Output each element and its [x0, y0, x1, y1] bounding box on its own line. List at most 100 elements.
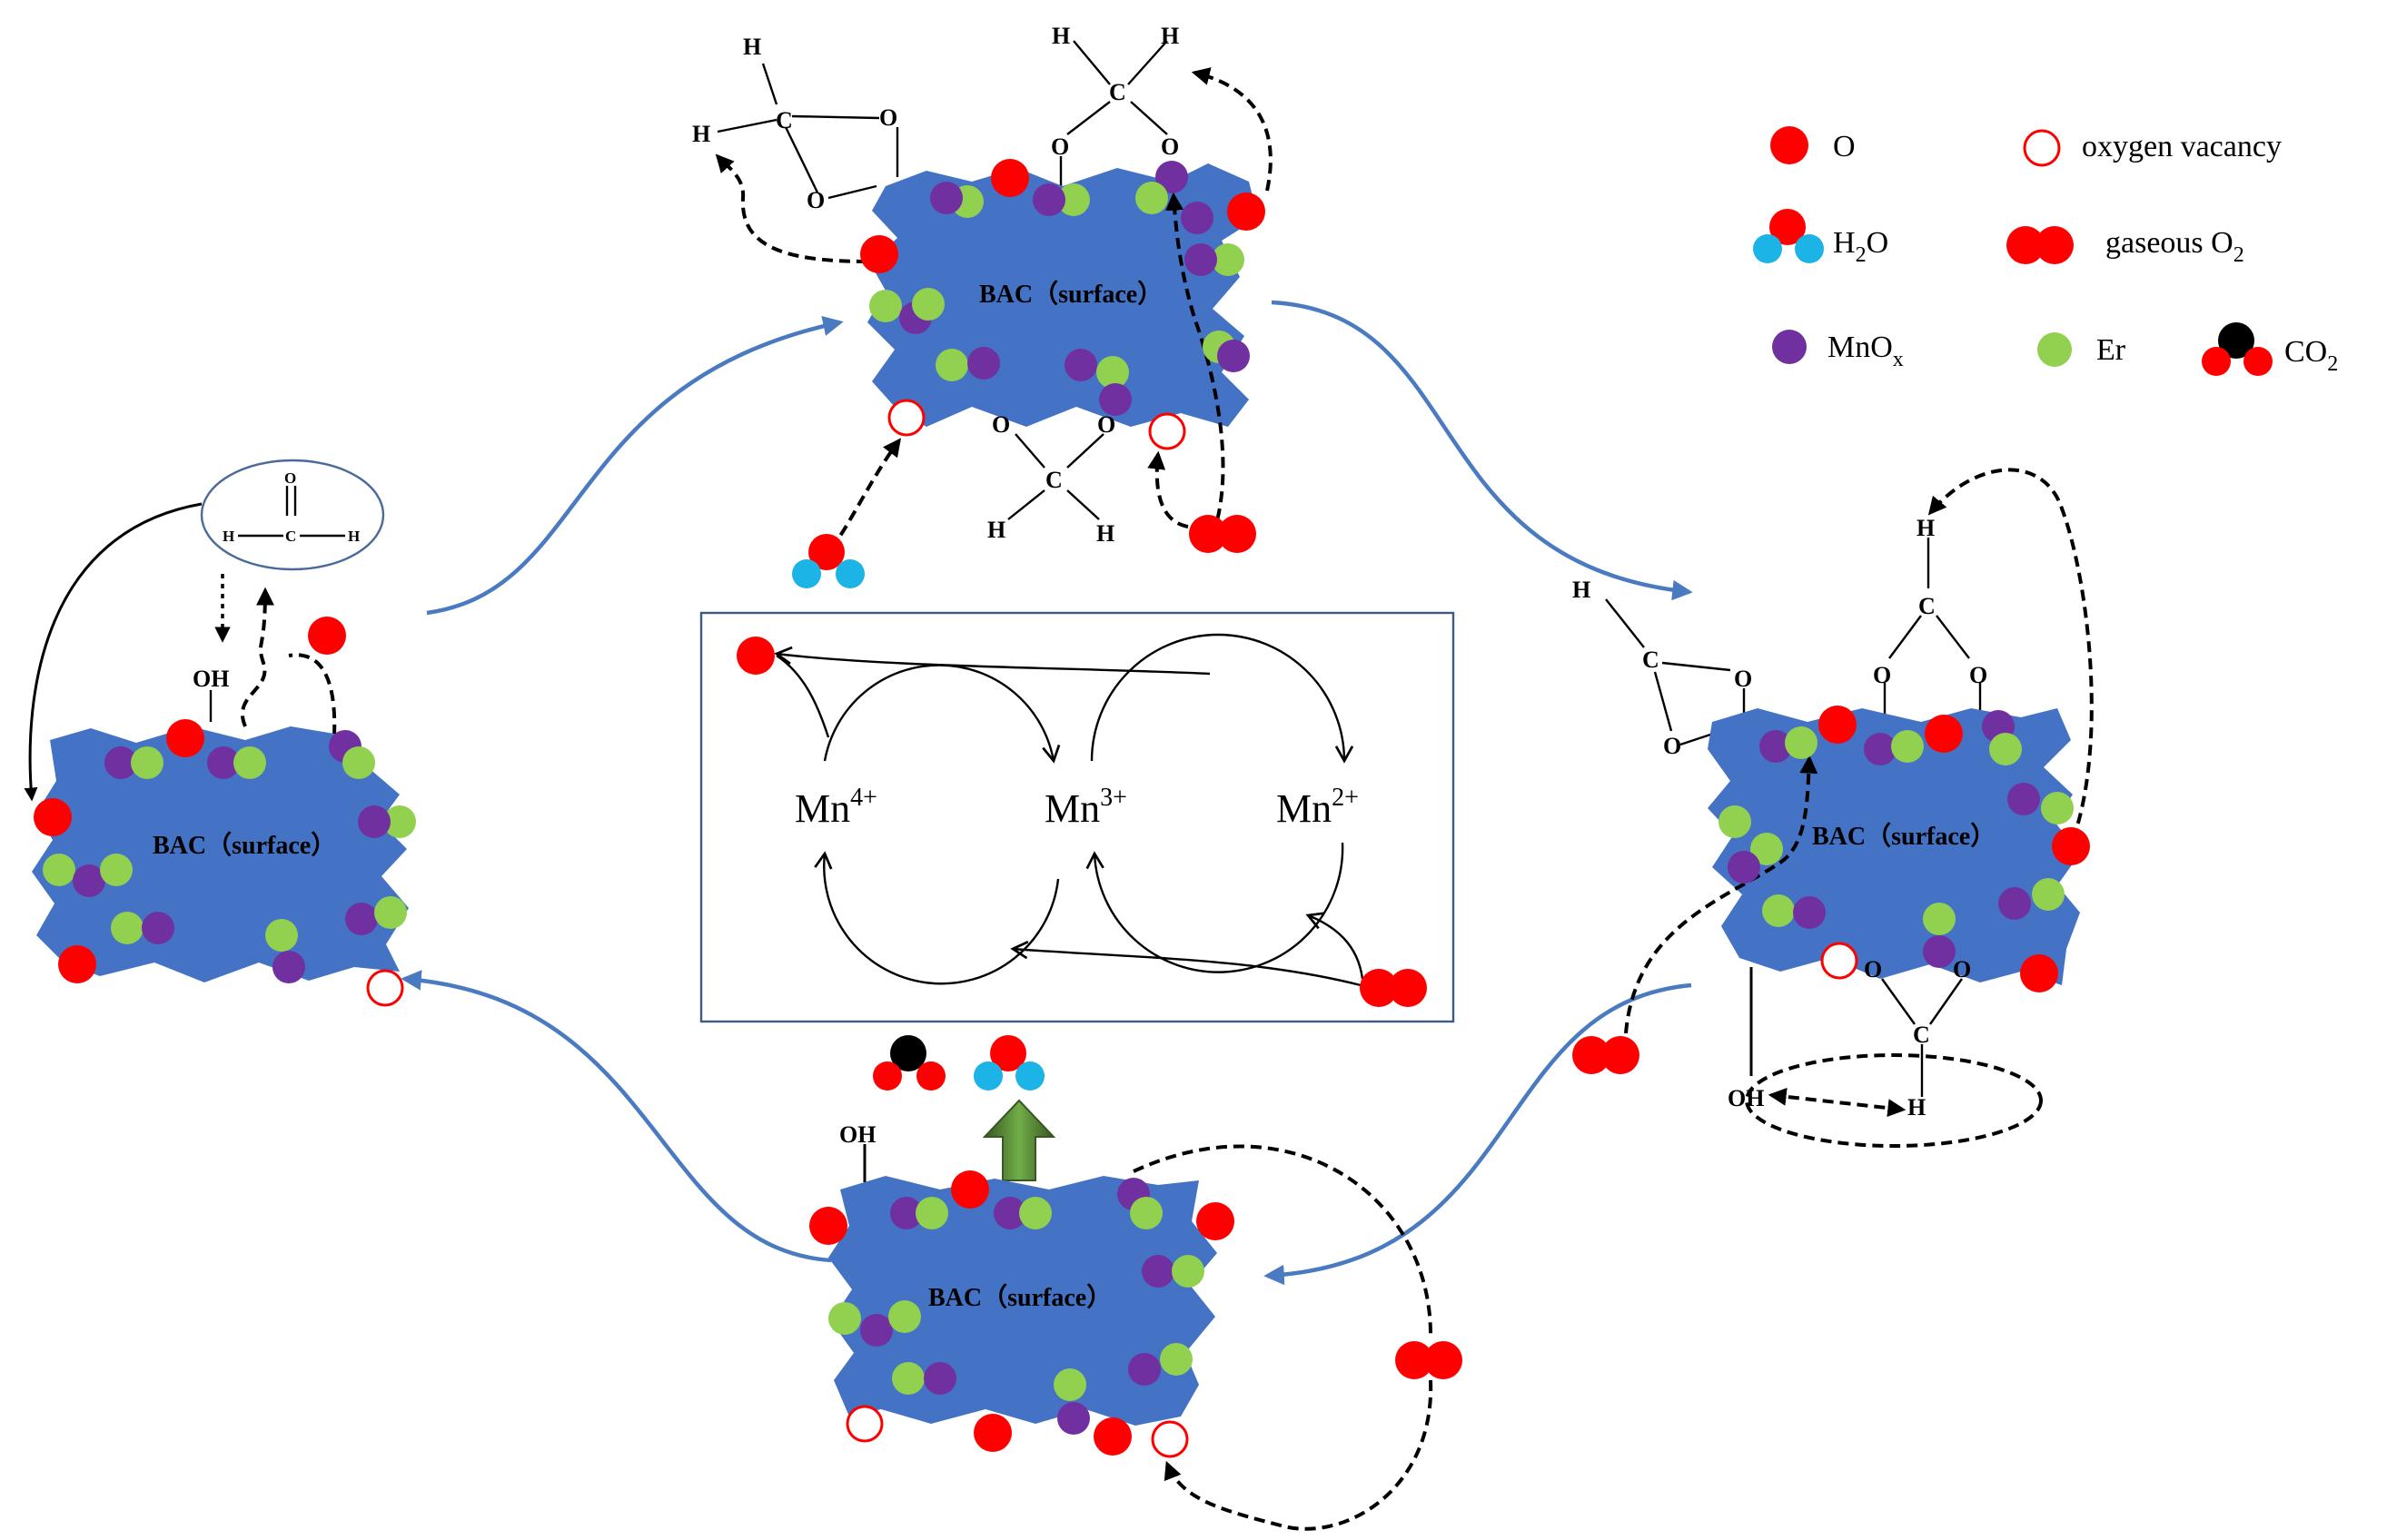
atom-h: H — [1161, 23, 1179, 49]
right-top-dioxymethylene: H C O O — [1873, 515, 1987, 722]
er-particle — [1762, 894, 1795, 927]
gaseous-o2-icon — [1395, 1341, 1462, 1379]
oxygen-atom — [34, 798, 72, 836]
dashed-arrow — [715, 153, 868, 263]
cycle-arc — [1085, 842, 1344, 973]
er-particle — [265, 919, 298, 952]
top-right-dioxymethylene: H H C O O — [1051, 23, 1179, 186]
atom-h: H — [348, 528, 360, 545]
cycle-flow-arrows — [401, 300, 1693, 1286]
er-particle — [1019, 1197, 1052, 1229]
mnox-particle — [207, 746, 240, 779]
atom-h: H — [1052, 23, 1070, 49]
dashed-arrow — [1624, 755, 1818, 1034]
mnox-particle — [1155, 161, 1188, 193]
bac-surface-label: BAC（surface） — [928, 1282, 1112, 1312]
bottom-surface-group: OH BAC（surface） — [809, 1035, 1462, 1531]
er-particle — [1130, 1197, 1163, 1229]
atom-c: C — [1642, 647, 1659, 673]
atom-h: H — [987, 517, 1005, 543]
gaseous-o2-icon — [1572, 1036, 1639, 1074]
exchange-arrow — [1768, 1087, 1907, 1118]
bac-surface-label: BAC（surface） — [979, 279, 1163, 309]
er-particle — [374, 896, 407, 929]
atom-h: H — [1572, 577, 1590, 603]
top-bottom-dioxymethylene: O O C H H — [987, 411, 1115, 547]
mnox-particle — [924, 1362, 956, 1395]
oxygen-atom — [1818, 706, 1857, 744]
oxygen-uptake-arrow — [1010, 940, 1362, 987]
oxygen-atom — [308, 617, 346, 655]
legend-label: MnOx — [1827, 331, 1904, 371]
er-particle — [131, 746, 163, 779]
legend: O oxygen vacancy H2O gaseous O2 MnOx — [1753, 126, 2338, 376]
oxygen-uptake-branch — [1305, 912, 1364, 980]
mn-redox-box: Mn4+ Mn3+ Mn2+ — [699, 611, 1455, 1023]
dashed-arrow — [1133, 1144, 1432, 1336]
legend-label: O — [1833, 130, 1856, 163]
hydroxyl-label: OH — [1728, 1085, 1764, 1111]
oxygen-atom — [809, 1207, 847, 1245]
mnox-particle — [2007, 783, 2040, 815]
legend-item-er: Er — [2037, 332, 2126, 367]
legend-label: oxygen vacancy — [2082, 130, 2282, 163]
dashed-arrow — [1164, 1379, 1433, 1531]
bac-surface-label: BAC（surface） — [153, 830, 336, 860]
atom-o: O — [992, 411, 1010, 438]
atom-o: O — [1663, 733, 1681, 759]
release-up-arrow — [982, 1099, 1056, 1181]
er-particle — [912, 288, 945, 321]
adsorption-arrow — [24, 502, 203, 802]
atom-o: O — [1864, 956, 1882, 982]
mnox-particle — [890, 1197, 923, 1229]
oxygen-vacancy — [1148, 412, 1186, 450]
er-particle — [1057, 183, 1090, 216]
atom-c: C — [776, 107, 793, 133]
mnox-particle — [1728, 851, 1760, 884]
er-particle — [43, 854, 75, 886]
cycle-arc — [814, 851, 1060, 985]
atom-o: O — [807, 187, 825, 213]
top-left-formate: H H C O O — [692, 34, 899, 213]
legend-label: CO2 — [2284, 335, 2338, 376]
atom-o: O — [284, 469, 296, 487]
top-surface-group: H H C O O H H C O O BAC（surface） — [692, 23, 1273, 588]
gaseous-o2-icon — [1360, 969, 1427, 1007]
er-particle — [233, 746, 266, 779]
atom-h: H — [223, 528, 234, 545]
mnox-particle — [1057, 1402, 1090, 1435]
oxygen-atom — [166, 719, 204, 757]
er-particle — [1750, 833, 1783, 865]
oxygen-atom — [1925, 715, 1963, 753]
mnox-particle — [272, 951, 305, 983]
oxygen-atom — [991, 159, 1029, 197]
right-surface-group: H C O O H C O O BAC（surface） O O C — [1572, 468, 2094, 1148]
oxygen-atom — [2052, 827, 2090, 865]
legend-item-h2o: H2O — [1753, 209, 1888, 267]
atom-o: O — [1953, 956, 1971, 982]
dashed-arrow — [1191, 67, 1273, 192]
oxygen-release-arrow — [774, 646, 1211, 676]
er-particle — [936, 349, 968, 381]
oxygen-atom — [1094, 1417, 1132, 1456]
water-molecule-icon — [1753, 209, 1824, 263]
mnox-particle — [930, 182, 963, 214]
er-particle — [1096, 356, 1129, 389]
flow-arrow-left-to-top — [426, 315, 844, 616]
atom-h: H — [692, 121, 710, 147]
oxygen-vacancy — [1820, 942, 1858, 980]
er-particle — [1718, 805, 1751, 838]
oxygen-vacancy — [1151, 1420, 1189, 1458]
cycle-arc — [1090, 633, 1354, 764]
mnox-particle — [1864, 733, 1897, 765]
legend-item-o2: gaseous O2 — [2006, 226, 2244, 267]
atom-o: O — [1161, 133, 1179, 160]
mnox-particle — [1217, 340, 1250, 372]
oxygen-atom — [951, 1170, 989, 1209]
er-particle — [888, 1300, 921, 1333]
mnox-particle — [1998, 887, 2031, 920]
er-particle — [111, 912, 144, 944]
er-particle — [892, 1362, 925, 1395]
atom-c: C — [1913, 1022, 1930, 1048]
